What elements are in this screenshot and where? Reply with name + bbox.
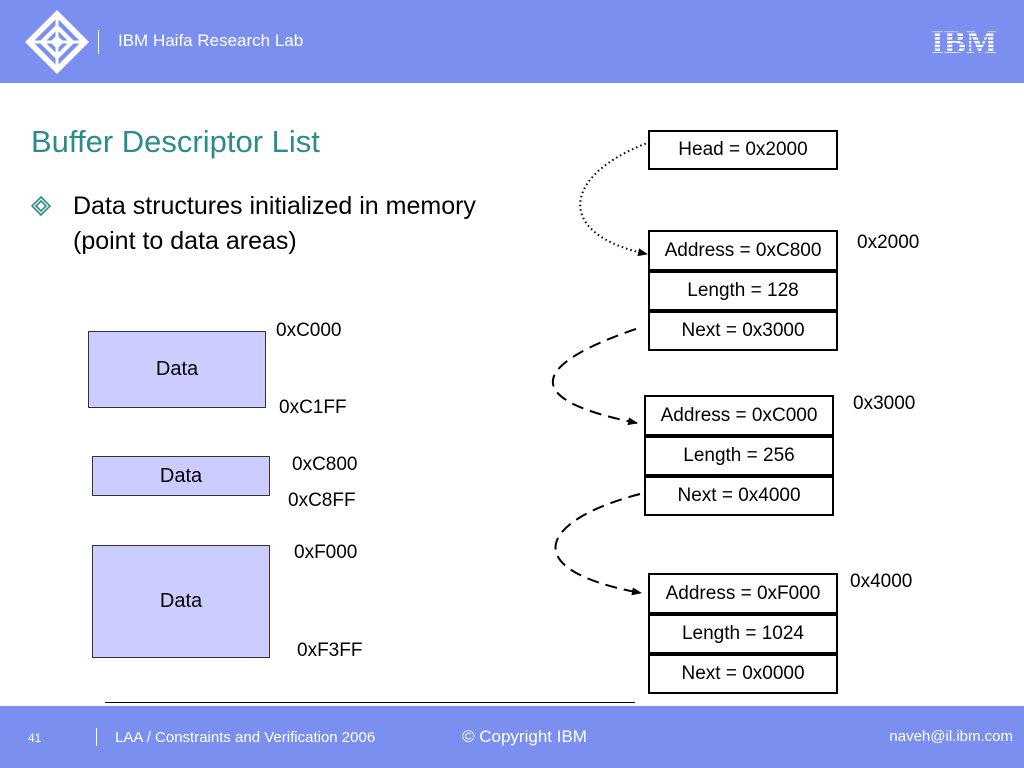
data-area-3-end: 0xF3FF bbox=[297, 640, 363, 661]
ibm-logo: IBM bbox=[931, 26, 997, 56]
header-bar: IBM Haifa Research Lab IBM bbox=[0, 0, 1024, 83]
descriptor-1-to-descriptor-2-arrow bbox=[551, 328, 638, 426]
ibm-logo-text: IBM bbox=[931, 26, 997, 56]
lab-name: IBM Haifa Research Lab bbox=[118, 31, 304, 50]
descriptor-1-next: Next = 0x3000 bbox=[648, 311, 838, 351]
descriptor-1-location: 0x2000 bbox=[857, 232, 920, 253]
data-area-2-end: 0xC8FF bbox=[288, 490, 356, 511]
author-email: naveh@il.ibm.com bbox=[889, 728, 1013, 745]
bullet-text-line-1: Data structures initialized in memory bbox=[73, 192, 476, 220]
head-to-descriptor-1-arrow bbox=[579, 141, 651, 257]
data-area-1: Data bbox=[88, 331, 266, 408]
course-title: LAA / Constraints and Verification 2006 bbox=[115, 729, 376, 746]
descriptor-3-next: Next = 0x0000 bbox=[648, 654, 838, 694]
ibm-research-diamond-logo bbox=[25, 10, 89, 74]
head-pointer-box: Head = 0x2000 bbox=[648, 130, 838, 170]
descriptor-2-next: Next = 0x4000 bbox=[644, 476, 834, 516]
descriptor-3-address: Address = 0xF000 bbox=[648, 573, 838, 614]
descriptor-1-address: Address = 0xC800 bbox=[648, 230, 838, 271]
descriptor-2-length: Length = 256 bbox=[644, 436, 834, 476]
diamond-bullet-icon bbox=[31, 196, 51, 216]
bottom-divider bbox=[105, 702, 635, 703]
data-area-3: Data bbox=[92, 545, 270, 658]
descriptor-3-length: Length = 1024 bbox=[648, 614, 838, 654]
data-area-1-start: 0xC000 bbox=[276, 320, 342, 341]
slide-title: Buffer Descriptor List bbox=[31, 124, 320, 159]
header-divider bbox=[98, 30, 99, 54]
data-area-2: Data bbox=[92, 456, 270, 496]
footer-divider bbox=[96, 728, 97, 746]
data-area-1-end: 0xC1FF bbox=[279, 397, 347, 418]
bullet-text-line-2: (point to data areas) bbox=[73, 227, 297, 255]
data-area-2-start: 0xC800 bbox=[292, 454, 358, 475]
descriptor-3-location: 0x4000 bbox=[850, 571, 913, 592]
page-number: 41 bbox=[28, 731, 42, 745]
copyright-notice: © Copyright IBM bbox=[462, 727, 587, 746]
descriptor-2-location: 0x3000 bbox=[853, 393, 916, 414]
descriptor-1-length: Length = 128 bbox=[648, 271, 838, 311]
descriptor-2-address: Address = 0xC000 bbox=[644, 395, 834, 436]
data-area-3-start: 0xF000 bbox=[294, 542, 358, 563]
footer-bar: 41 LAA / Constraints and Verification 20… bbox=[0, 706, 1024, 768]
descriptor-2-to-descriptor-3-arrow bbox=[554, 493, 642, 596]
